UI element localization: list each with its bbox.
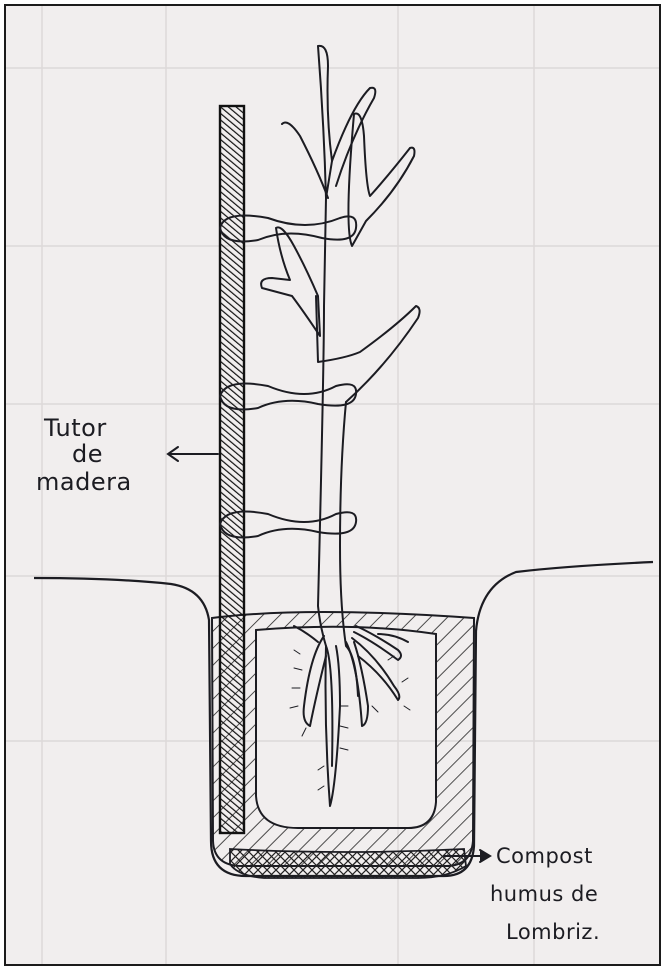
compost-label-line-1: Compost: [496, 844, 593, 868]
compost-label-line-3: Lombriz.: [506, 920, 600, 944]
stake-arrow: [168, 447, 218, 461]
compost-layer: [230, 849, 466, 878]
paper-sheet: Tutor de madera Compost humus de Lombriz…: [4, 4, 661, 966]
backfill-soil: [212, 612, 474, 866]
root-hairs: [290, 650, 410, 790]
compost-label-line-2: humus de: [490, 882, 598, 906]
stake-label-line-1: Tutor: [44, 416, 107, 440]
stake-label-line-3: madera: [36, 470, 132, 494]
stake-label-line-2: de: [72, 442, 103, 466]
